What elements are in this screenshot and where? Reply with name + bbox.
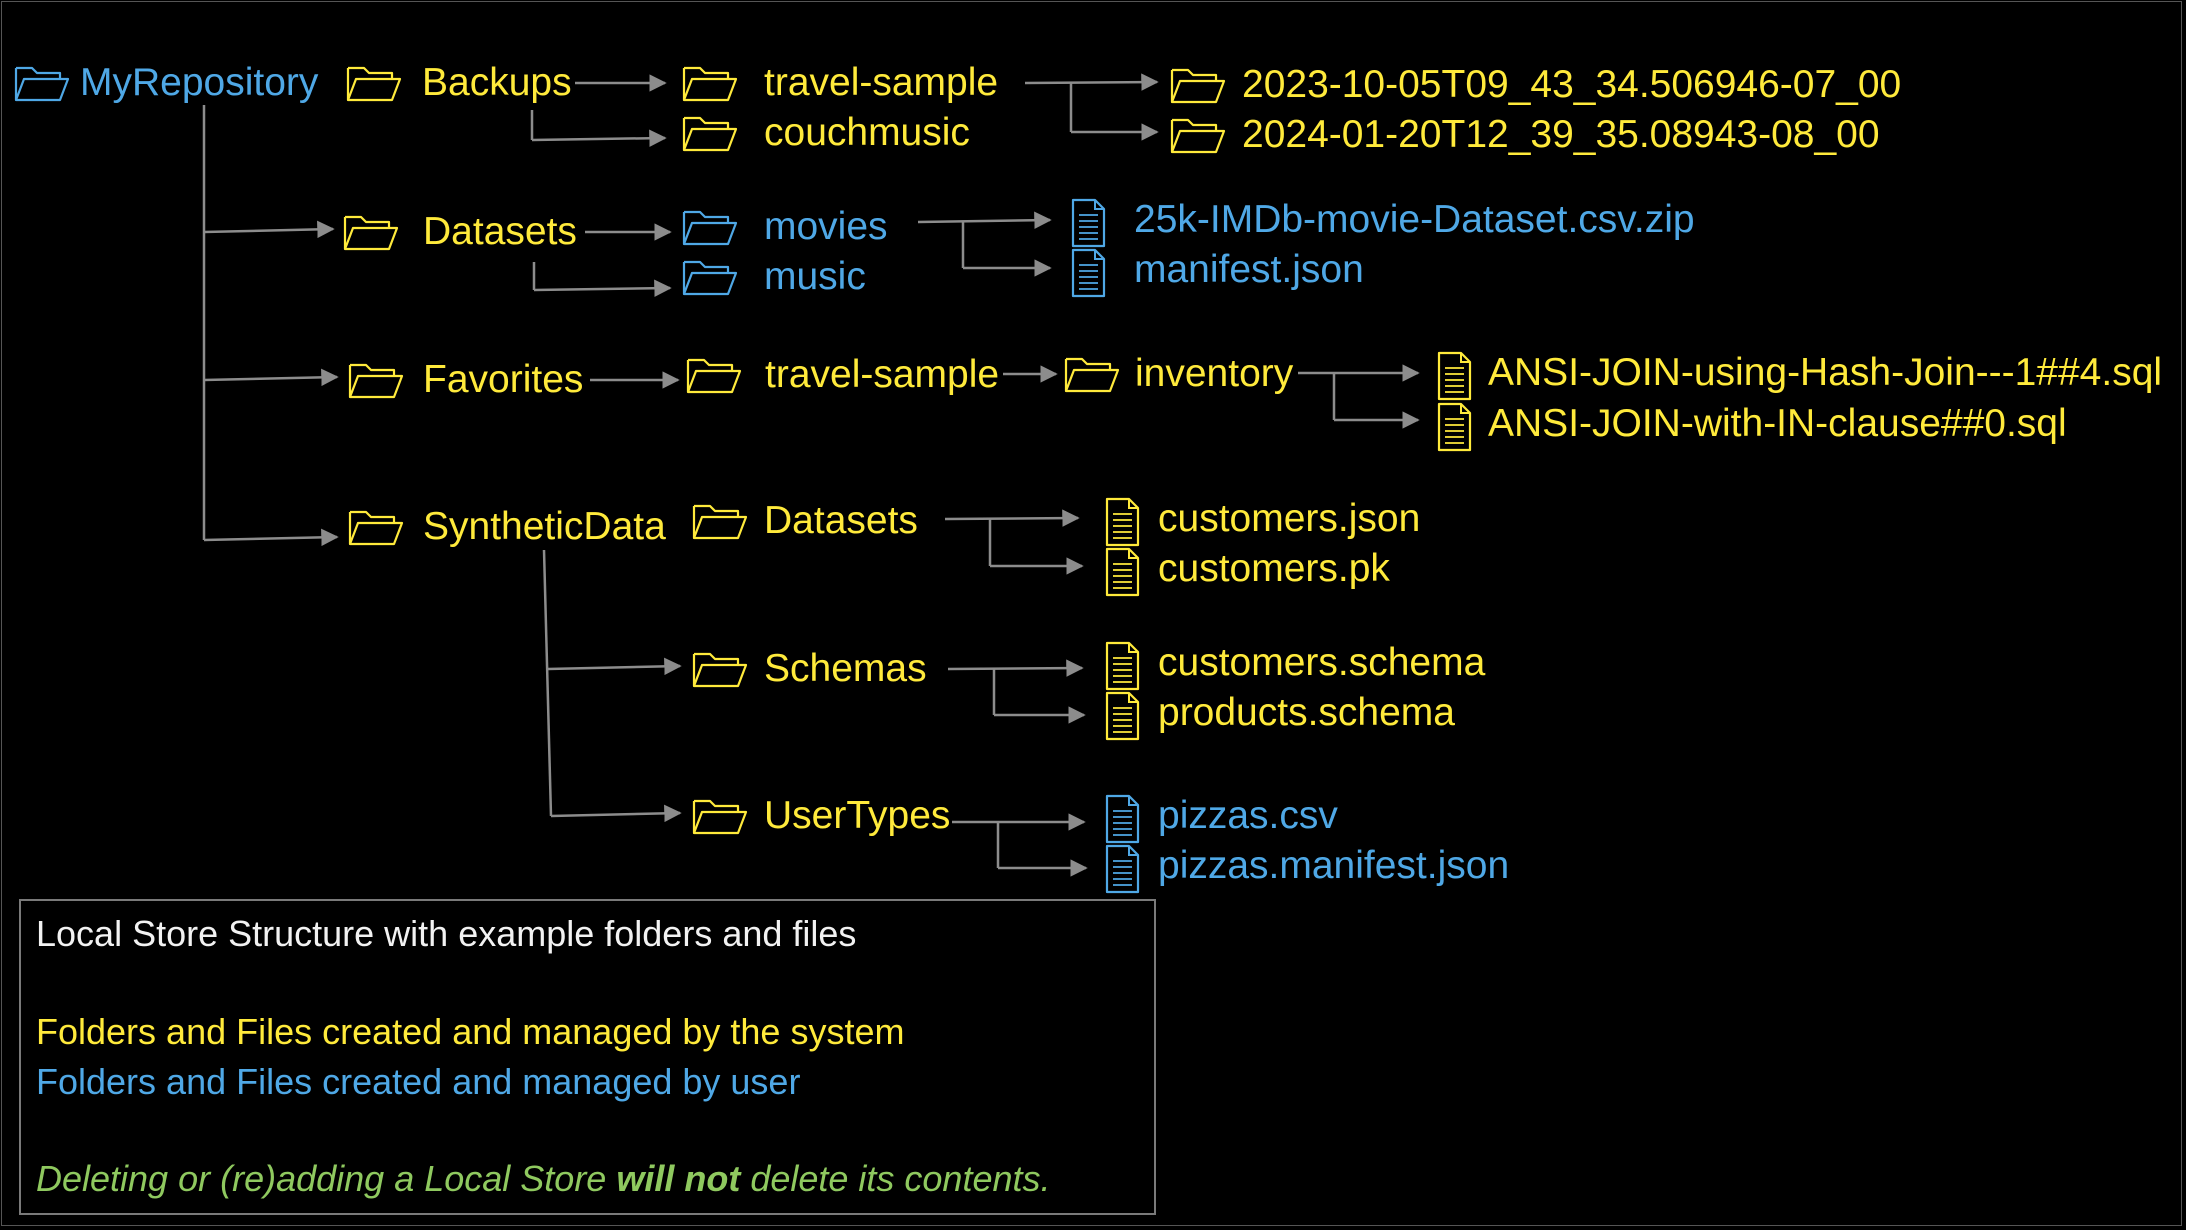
- folder-icon: [344, 60, 404, 117]
- folder-icon: [1168, 62, 1228, 119]
- file-icon: [1102, 496, 1142, 559]
- legend-system-note: Folders and Files created and managed by…: [36, 1011, 905, 1052]
- node-label: Schemas: [764, 647, 927, 690]
- node-label: Favorites: [423, 358, 584, 401]
- tree-edge-arrow: [531, 129, 667, 147]
- file-icon: [1102, 690, 1142, 753]
- tree-edge-arrow: [947, 659, 1084, 677]
- node-label: couchmusic: [764, 111, 970, 154]
- node-label: music: [764, 255, 866, 298]
- folder-icon: [680, 204, 740, 261]
- folder-icon: [680, 60, 740, 117]
- folder-icon: [680, 110, 740, 167]
- file-icon: [1434, 350, 1474, 413]
- legend-warning: Deleting or (re)adding a Local Store wil…: [36, 1158, 1051, 1200]
- tree-edge-arrow: [917, 211, 1052, 229]
- file-icon: [1102, 546, 1142, 609]
- node-label: 25k-IMDb-movie-Dataset.csv.zip: [1134, 198, 1695, 241]
- file-icon: [1068, 197, 1108, 260]
- node-label: 2023-10-05T09_43_34.506946-07_00: [1242, 63, 1902, 106]
- folder-icon: [1168, 112, 1228, 169]
- file-icon: [1068, 247, 1108, 310]
- folder-icon: [341, 209, 401, 266]
- folder-icon: [684, 352, 744, 409]
- file-icon: [1102, 843, 1142, 906]
- legend-title: Local Store Structure with example folde…: [36, 913, 857, 954]
- node-label: ANSI-JOIN-with-IN-clause##0.sql: [1488, 402, 2067, 445]
- folder-icon: [690, 498, 750, 555]
- tree-edge-arrow: [203, 368, 339, 387]
- node-label: customers.schema: [1158, 641, 1486, 684]
- node-label: Datasets: [764, 499, 918, 542]
- node-label: SyntheticData: [423, 505, 666, 548]
- folder-icon: [346, 357, 406, 414]
- folder-icon: [1062, 351, 1122, 408]
- file-icon: [1102, 640, 1142, 703]
- node-label: manifest.json: [1134, 248, 1364, 291]
- node-label: MyRepository: [80, 61, 319, 104]
- synthetic-trunk: [542, 549, 553, 817]
- legend-user-note: Folders and Files created and managed by…: [36, 1061, 801, 1102]
- file-icon: [1102, 793, 1142, 856]
- tree-edge-arrow: [203, 220, 335, 239]
- tree-edge-arrow: [203, 528, 339, 547]
- legend-warning-end: delete its contents.: [740, 1158, 1051, 1199]
- folder-icon: [690, 646, 750, 703]
- folder-icon: [680, 254, 740, 311]
- node-label: travel-sample: [765, 353, 1000, 396]
- node-label: products.schema: [1158, 691, 1455, 734]
- node-label: Backups: [422, 61, 572, 104]
- node-label: Datasets: [423, 210, 577, 253]
- legend-warning-emphasis: will not: [616, 1158, 741, 1199]
- tree-edge-arrow: [550, 804, 682, 823]
- node-label: ANSI-JOIN-using-Hash-Join---1##4.sql: [1488, 351, 2163, 394]
- node-label: customers.pk: [1158, 547, 1390, 590]
- tree-edge-arrow: [1024, 73, 1159, 91]
- node-label: inventory: [1135, 352, 1294, 395]
- node-label: 2024-01-20T12_39_35.08943-08_00: [1242, 113, 1880, 156]
- node-label: customers.json: [1158, 497, 1421, 540]
- folder-icon: [12, 60, 72, 117]
- legend-warning-start: Deleting or (re)adding a Local Store: [36, 1158, 617, 1199]
- folder-icon: [346, 504, 406, 561]
- node-label: movies: [764, 205, 888, 248]
- legend-box: Local Store Structure with example folde…: [19, 899, 1156, 1215]
- file-icon: [1434, 401, 1474, 464]
- node-label: travel-sample: [764, 61, 999, 104]
- tree-edge-arrow: [547, 657, 682, 676]
- folder-icon: [690, 793, 750, 850]
- node-label: pizzas.manifest.json: [1158, 844, 1510, 887]
- tree-edge-arrow: [944, 509, 1080, 527]
- node-label: pizzas.csv: [1158, 794, 1338, 837]
- node-label: UserTypes: [764, 794, 951, 837]
- tree-edge-arrow: [533, 279, 672, 297]
